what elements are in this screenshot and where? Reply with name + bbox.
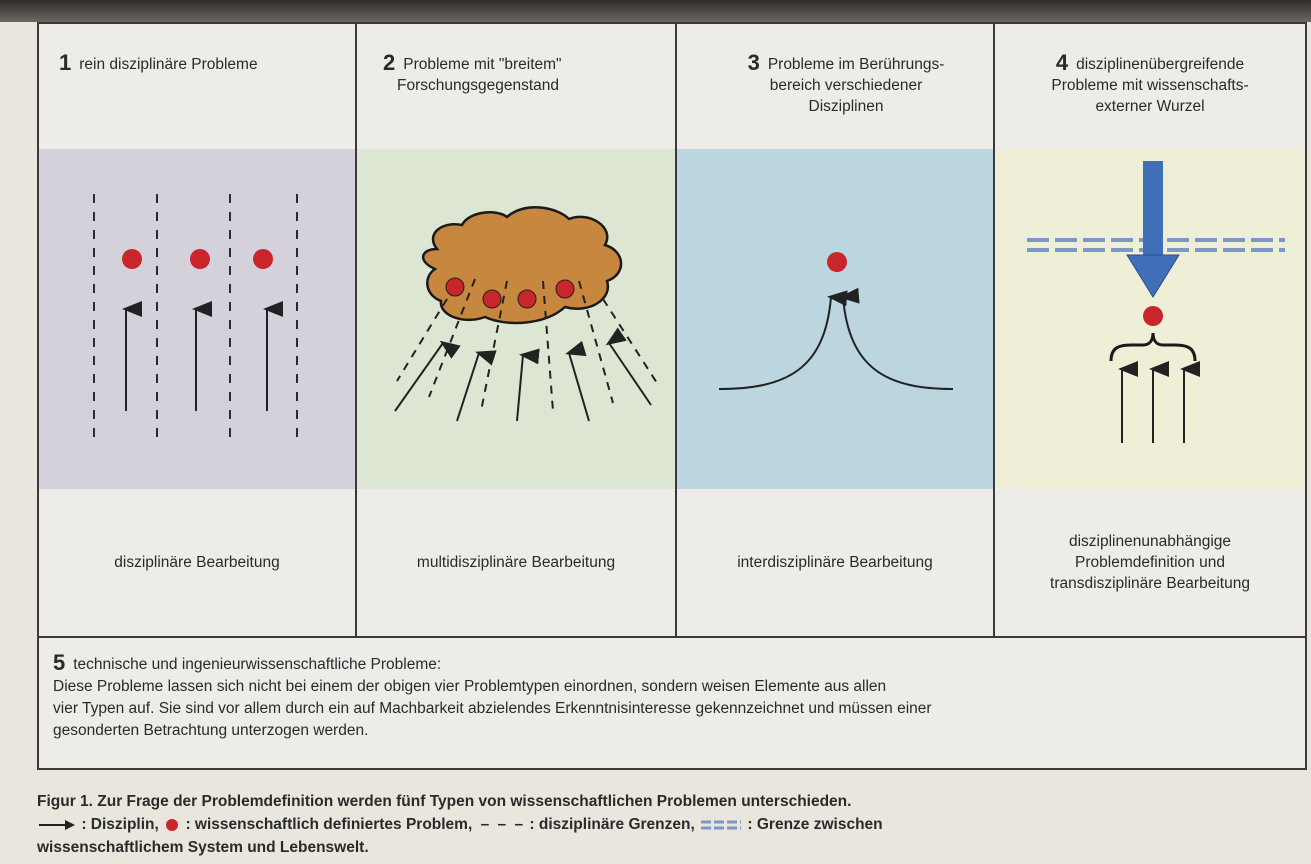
panel-1-diagram bbox=[39, 149, 355, 489]
panel-caption: interdisziplinäre Bearbeitung bbox=[677, 489, 993, 636]
boundary-line bbox=[480, 280, 508, 412]
panel-3-header: 3 Probleme im Berührungs- bereich verschi… bbox=[677, 24, 993, 177]
discipline-arrows bbox=[1118, 361, 1200, 443]
discipline-arrows bbox=[394, 327, 652, 422]
caption-text: transdisziplinäre Bearbeitung bbox=[1050, 575, 1250, 592]
caption-text: multidisziplinäre Bearbeitung bbox=[416, 554, 616, 571]
panel-title-line: externer Wurzel bbox=[1095, 98, 1205, 115]
panel-number: 4 bbox=[1055, 50, 1069, 75]
panel-4-header: 4 disziplinenübergreifende Probleme mit w… bbox=[995, 24, 1305, 177]
legend-dash-symbol: – – – bbox=[480, 816, 526, 833]
discipline-arrow bbox=[565, 340, 590, 422]
boundary-line bbox=[542, 280, 554, 412]
discipline-arrow bbox=[839, 287, 954, 390]
multidisciplinary-diagram bbox=[394, 206, 658, 422]
problem-dot bbox=[253, 249, 273, 269]
panel-2: 2 Probleme mit "breitem" Forschungsgegens… bbox=[357, 24, 677, 636]
figure-frame: 1 rein disziplinäre Probleme bbox=[37, 22, 1307, 770]
panel-title-line: Probleme im Berührungs- bbox=[767, 56, 945, 73]
caption-text: disziplinenunabhängige bbox=[1068, 533, 1232, 550]
discipline-arrow bbox=[718, 290, 848, 390]
curly-brace bbox=[1109, 332, 1197, 362]
caption-text: interdisziplinäre Bearbeitung bbox=[737, 554, 933, 571]
problem-dot bbox=[555, 279, 575, 299]
external-root-arrow-shaft bbox=[1143, 235, 1163, 257]
external-root-arrow-shaft bbox=[1143, 161, 1163, 257]
panel-number: 5 bbox=[53, 650, 66, 675]
problem-dot bbox=[445, 277, 465, 297]
discipline-boundaries bbox=[93, 194, 298, 444]
panel-5: 5 technische und ingenieurwissenschaftlic… bbox=[39, 636, 1305, 768]
disciplinary-diagram bbox=[93, 194, 298, 444]
figure-caption-title: Figur 1. Zur Frage der Problemdefinition… bbox=[37, 793, 852, 810]
double-dashed-line-icon bbox=[701, 820, 742, 830]
panel-1: 1 rein disziplinäre Probleme bbox=[39, 24, 357, 636]
panel-4: 4 disziplinenübergreifende Probleme mit w… bbox=[995, 24, 1305, 636]
discipline-arrow bbox=[605, 327, 652, 406]
problem-dot bbox=[122, 249, 142, 269]
panel-title-line: Disziplinen bbox=[808, 98, 884, 115]
legend-grenzen: : disziplinäre Grenzen, bbox=[529, 816, 695, 833]
problem-dot bbox=[827, 252, 847, 272]
boundary-line bbox=[396, 298, 448, 382]
transdisciplinary-diagram bbox=[1027, 161, 1285, 443]
legend-problem: : wissenschaftlich definiertes Problem, bbox=[185, 816, 473, 833]
figure-caption: Figur 1. Zur Frage der Problemdefinition… bbox=[37, 790, 1307, 859]
interdisciplinary-diagram bbox=[718, 252, 954, 390]
figure-caption-line: wissenschaftlichem System und Lebenswelt… bbox=[37, 839, 369, 856]
panel-2-header: 2 Probleme mit "breitem" Forschungsgegens… bbox=[357, 24, 675, 177]
panel-3: 3 Probleme im Berührungs- bereich verschi… bbox=[677, 24, 995, 636]
external-root-arrow-head bbox=[1126, 254, 1180, 298]
panel-caption: disziplinenunabhängige Problemdefinition… bbox=[995, 489, 1305, 636]
panel-title-line: disziplinenübergreifende bbox=[1076, 56, 1245, 73]
discipline-arrow bbox=[456, 350, 497, 422]
panel-number: 2 bbox=[383, 50, 396, 75]
caption-text: disziplinäre Bearbeitung bbox=[114, 554, 280, 571]
problem-dot bbox=[1143, 306, 1163, 326]
problem-dot bbox=[482, 289, 502, 309]
converging-arrows bbox=[718, 287, 954, 390]
boundary-line bbox=[578, 280, 614, 404]
panel-1-header: 1 rein disziplinäre Probleme bbox=[39, 24, 355, 177]
panel-title-line: Probleme mit "breitem" bbox=[403, 56, 562, 73]
panel-title-line: bereich verschiedener bbox=[769, 77, 923, 94]
panel-5-text-line: gesonderten Betrachtung unterzogen werde… bbox=[53, 722, 369, 739]
panel-3-diagram bbox=[677, 149, 993, 489]
caption-text: Problemdefinition und bbox=[1075, 554, 1225, 571]
problem-dot bbox=[517, 289, 537, 309]
boundary-line bbox=[602, 298, 658, 384]
panel-title: technische und ingenieurwissenschaftlich… bbox=[73, 656, 442, 673]
panel-caption: disziplinäre Bearbeitung bbox=[39, 489, 355, 636]
legend-grenze-system: : Grenze zwischen bbox=[747, 816, 883, 833]
panel-5-text-line: vier Typen auf. Sie sind vor allem durch… bbox=[53, 700, 932, 717]
discipline-arrows bbox=[122, 301, 283, 411]
discipline-arrow bbox=[394, 340, 461, 412]
discipline-arrow bbox=[516, 348, 540, 422]
arrow-icon bbox=[39, 819, 75, 830]
panel-title: rein disziplinäre Probleme bbox=[79, 56, 258, 73]
boundary-line bbox=[428, 278, 476, 398]
panel-caption: multidisziplinäre Bearbeitung bbox=[357, 489, 675, 636]
figure-legend: : Disziplin, : wissenschaftlich definier… bbox=[37, 813, 1307, 836]
panel-2-diagram bbox=[357, 149, 675, 489]
legend-disziplin: : Disziplin, bbox=[81, 816, 159, 833]
problem-dot bbox=[190, 249, 210, 269]
panel-number: 3 bbox=[747, 50, 760, 75]
panel-title-line: Probleme mit wissenschafts- bbox=[1051, 77, 1249, 94]
panel-4-diagram bbox=[995, 149, 1305, 489]
panel-5-text-line: Diese Probleme lassen sich nicht bei ein… bbox=[53, 678, 887, 695]
discipline-boundaries bbox=[396, 278, 658, 412]
scan-top-edge bbox=[0, 0, 1311, 22]
panel-number: 1 bbox=[59, 50, 72, 75]
panel-title-line: Forschungsgegenstand bbox=[397, 77, 560, 94]
red-dot-icon bbox=[166, 818, 179, 831]
